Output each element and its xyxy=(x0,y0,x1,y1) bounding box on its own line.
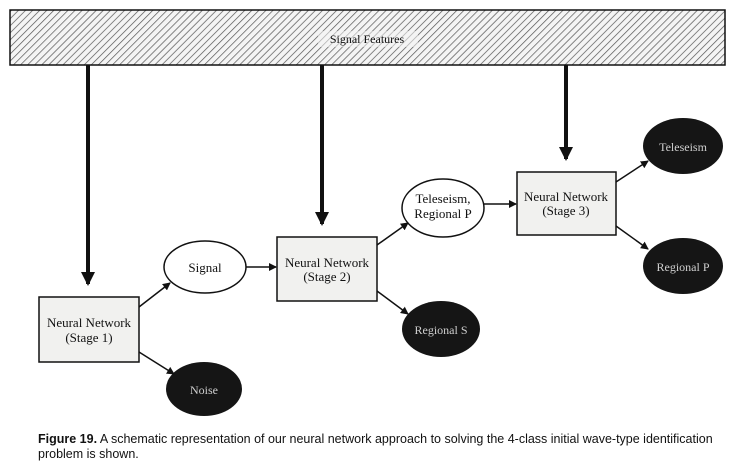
stage-3-box: Neural Network (Stage 3) xyxy=(516,171,617,236)
teleseism-node: Teleseism xyxy=(643,118,723,174)
arrow-stage2-to-teleseism-regional-p xyxy=(376,222,409,246)
noise-node-label: Noise xyxy=(190,383,218,397)
signal-node: Signal xyxy=(163,240,247,294)
regional-s-node-label: Regional S xyxy=(415,323,468,337)
banner-label: Signal Features xyxy=(330,32,405,46)
figure-label: Figure 19. xyxy=(38,432,98,446)
stage-1-subtitle: (Stage 1) xyxy=(65,330,112,345)
teleseism-regional-p-node: Teleseism, Regional P xyxy=(401,178,485,238)
signal-node-label: Signal xyxy=(188,260,222,275)
signal-features-banner: Signal Features xyxy=(9,9,726,66)
arrow-stage1-to-noise xyxy=(138,351,175,375)
regional-s-node: Regional S xyxy=(402,301,480,357)
arrow-stage3-to-teleseism xyxy=(615,160,649,183)
stage-2-title: Neural Network xyxy=(285,255,370,270)
caption-text: A schematic representation of our neural… xyxy=(38,432,713,461)
stage-1-box: Neural Network (Stage 1) xyxy=(38,296,140,363)
arrow-stage2-to-regional-s xyxy=(376,290,409,315)
teleseism-node-label: Teleseism xyxy=(659,140,707,154)
stage-2-box: Neural Network (Stage 2) xyxy=(276,236,378,302)
stage-1-title: Neural Network xyxy=(47,315,132,330)
stage-3-title: Neural Network xyxy=(524,189,609,204)
schematic-diagram: Signal Features Neural Network (Stage 1)… xyxy=(9,9,726,416)
teleseism-regional-p-line2: Regional P xyxy=(414,206,471,221)
figure-caption: Figure 19. A schematic representation of… xyxy=(38,432,728,462)
noise-node: Noise xyxy=(166,362,242,416)
teleseism-regional-p-line1: Teleseism, xyxy=(415,191,470,206)
arrow-stage1-to-signal xyxy=(138,282,171,308)
stage-2-subtitle: (Stage 2) xyxy=(303,269,350,284)
regional-p-node-label: Regional P xyxy=(657,260,710,274)
stage-3-subtitle: (Stage 3) xyxy=(542,203,589,218)
regional-p-node: Regional P xyxy=(643,238,723,294)
arrow-stage3-to-regional-p xyxy=(615,225,649,250)
